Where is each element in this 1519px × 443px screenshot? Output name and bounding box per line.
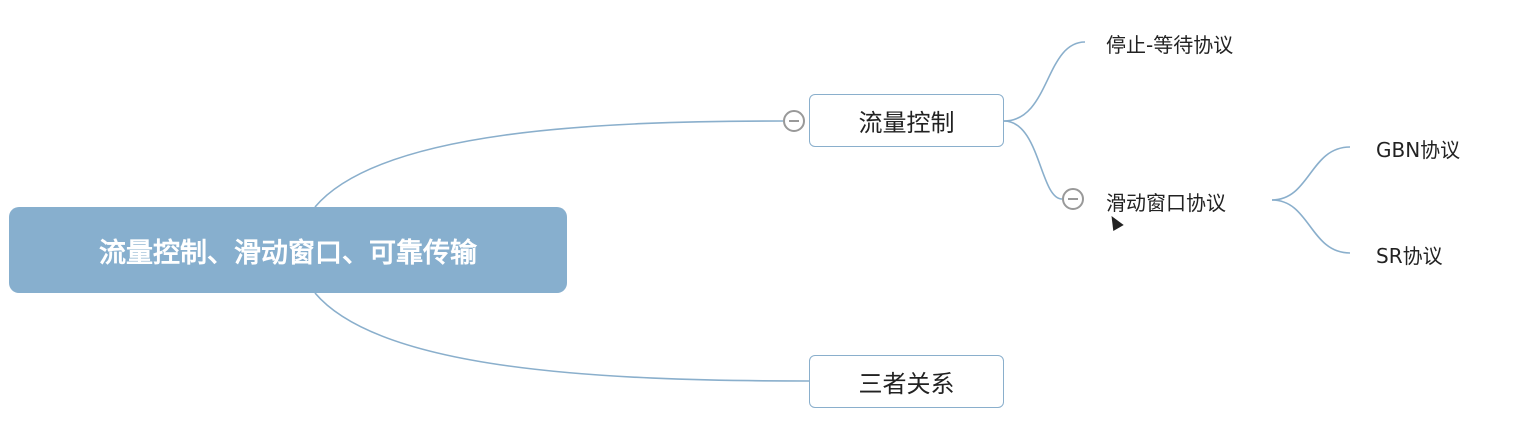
link-flow-sliding [1003,120,1063,200]
link-root-flow-control [314,120,784,208]
link-root-relationship [314,292,810,382]
collapse-toggle-icon[interactable] [1062,188,1084,210]
link-sliding-sr [1271,199,1351,254]
collapse-toggle-icon[interactable] [783,110,805,132]
link-flow-stopwait [1003,41,1086,122]
topic-label: 三者关系 [858,370,955,398]
subtopic-stop-and-wait[interactable]: 停止-等待协议 [1106,33,1234,57]
subtopic-sliding-window[interactable]: 滑动窗口协议 [1106,191,1226,215]
topic-relationship[interactable]: 三者关系 [809,355,1004,408]
link-sliding-gbn [1271,146,1351,201]
subtopic-sr[interactable]: SR协议 [1376,244,1443,268]
topic-label: 流量控制 [858,109,955,137]
topic-flow-control[interactable]: 流量控制 [809,94,1004,147]
subtopic-gbn[interactable]: GBN协议 [1376,138,1461,162]
root-topic-label: 流量控制、滑动窗口、可靠传输 [99,237,477,269]
root-topic[interactable]: 流量控制、滑动窗口、可靠传输 [9,207,567,293]
